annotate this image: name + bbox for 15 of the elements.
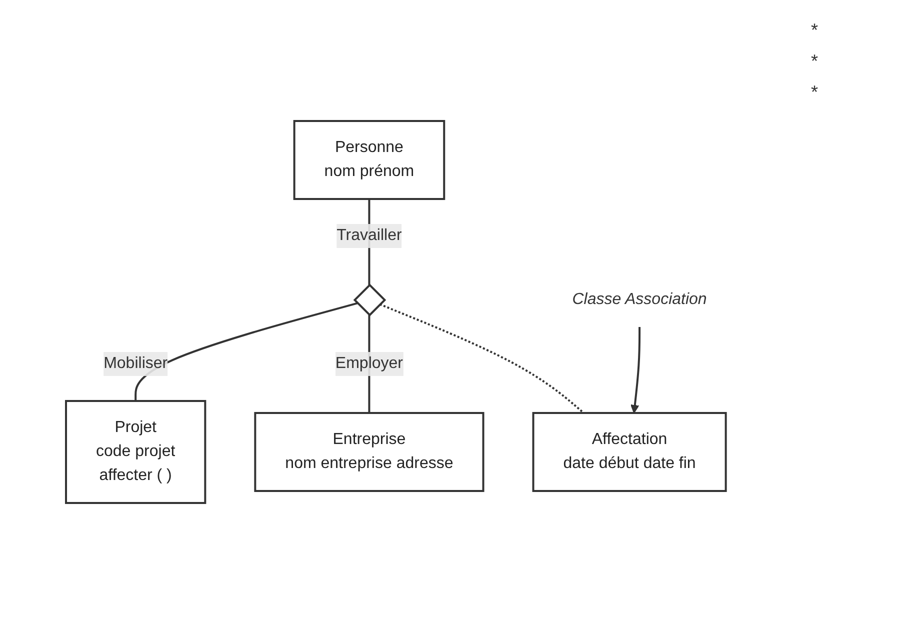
multiplicity-label: * [811,20,820,41]
multiplicity-label: * [811,51,820,72]
edge-label: Travailler [336,226,402,244]
arrow [630,327,641,414]
connector [380,303,584,414]
node-box: Affectation date début date fin [532,412,727,492]
node-box: Projet code projet affecter ( ) [65,400,206,504]
node-box: Personne nom prénom [293,120,446,200]
node-box: Entreprise nom entreprise adresse [254,412,484,492]
node-text: Classe Association [572,290,707,308]
multiplicity-label: * [811,82,820,103]
edge-label: Employer [336,354,404,372]
connector [134,302,358,401]
node-diamond [353,284,386,316]
edge-label: Mobiliser [104,354,168,372]
